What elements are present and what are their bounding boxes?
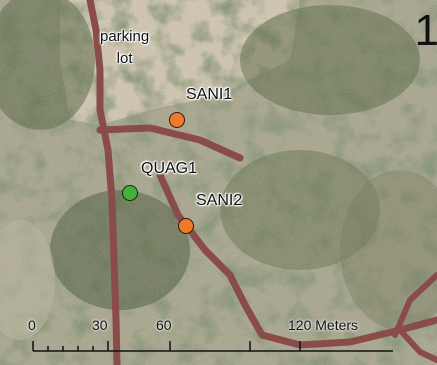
- scale-label-0: 0: [28, 317, 36, 333]
- trail-loop: [96, 124, 244, 162]
- parking-lot-label-line2: lot: [116, 50, 133, 67]
- site-label-quag1: QUAG1: [141, 160, 198, 177]
- trail-east-lower: [397, 327, 437, 363]
- trail-south: [156, 171, 437, 349]
- panel-number: 1: [414, 6, 437, 55]
- site-marker-sani1[interactable]: [169, 112, 185, 128]
- site-marker-sani2[interactable]: [178, 218, 194, 234]
- site-label-sani2: SANI2: [196, 192, 243, 209]
- site-label-sani1: SANI1: [186, 86, 233, 103]
- scale-label-120-meters: 120 Meters: [288, 317, 359, 333]
- parking-lot-label: parking lot: [100, 26, 149, 70]
- trail-network: [86, 0, 437, 365]
- scale-bar: [32, 341, 393, 352]
- parking-lot-label-line1: parking: [100, 28, 150, 45]
- scale-label-30: 30: [92, 317, 108, 333]
- trail-east: [392, 272, 437, 338]
- trail-west: [86, 0, 121, 365]
- scale-label-60: 60: [156, 317, 172, 333]
- site-marker-quag1[interactable]: [122, 185, 138, 201]
